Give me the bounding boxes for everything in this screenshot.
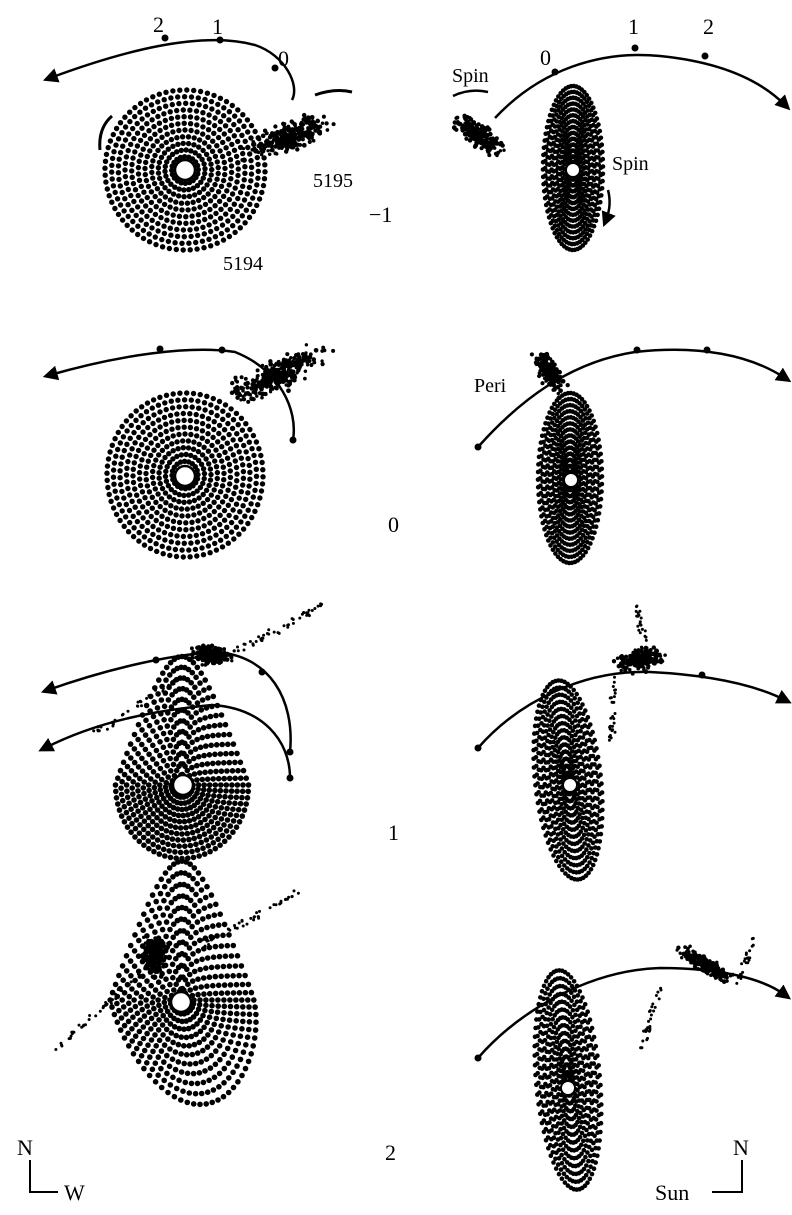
orbit-marker bbox=[219, 347, 226, 354]
time-label: 0 bbox=[388, 512, 399, 537]
time-label: −1 bbox=[369, 202, 392, 227]
galaxy-5195-cloud bbox=[230, 343, 335, 404]
galaxy-5194-disk bbox=[113, 654, 252, 862]
spin-label: Spin bbox=[612, 153, 649, 175]
orbit-marker bbox=[475, 745, 482, 752]
orbit-marker bbox=[287, 775, 294, 782]
compass-w-label: W bbox=[64, 1180, 85, 1205]
tidal-tail bbox=[236, 602, 323, 652]
compass-n-label: N bbox=[733, 1135, 749, 1160]
spin-arc bbox=[100, 116, 112, 150]
orbit-tick-label: 2 bbox=[153, 12, 164, 37]
spin-label: Spin bbox=[452, 65, 489, 87]
galaxy-5194-nucleus bbox=[564, 473, 578, 487]
tidal-tail bbox=[639, 987, 662, 1050]
galaxy-5195-cloud bbox=[140, 936, 170, 979]
spin-arc bbox=[315, 91, 352, 95]
orbit-marker bbox=[475, 1055, 482, 1062]
orbit-marker bbox=[634, 347, 641, 354]
time-label: 2 bbox=[385, 1140, 396, 1165]
galaxy-5194-nucleus bbox=[563, 778, 577, 792]
orbit-path bbox=[478, 968, 785, 1058]
spin-arc bbox=[606, 190, 610, 220]
galaxy-5195-cloud bbox=[240, 113, 335, 162]
galaxy-5195-cloud bbox=[675, 944, 734, 984]
galaxy-5194-nucleus bbox=[566, 163, 580, 177]
panel-right-t-0: Peri bbox=[474, 347, 785, 566]
tidal-tail bbox=[201, 889, 300, 947]
orbit-marker bbox=[699, 672, 706, 679]
orbit-marker bbox=[704, 347, 711, 354]
orbit-marker bbox=[632, 45, 639, 52]
orbit-tick-label: 0 bbox=[540, 45, 551, 70]
galaxy-5194-nucleus bbox=[561, 1081, 575, 1095]
orbit-tick-label: 0 bbox=[278, 46, 289, 71]
tidal-tail bbox=[635, 605, 648, 642]
time-label: 1 bbox=[388, 820, 399, 845]
compass-right: N Sun bbox=[655, 1135, 749, 1205]
orbit-tick-label: 1 bbox=[212, 14, 223, 39]
orbit-marker bbox=[153, 657, 160, 664]
panel-left-t-1 bbox=[48, 602, 323, 861]
galaxy-5194-nucleus bbox=[173, 775, 193, 795]
peri-label: Peri bbox=[474, 375, 507, 397]
compass-sun-label: Sun bbox=[655, 1180, 689, 1205]
panel-left-t-0 bbox=[50, 343, 335, 560]
orbit-tick-label: 2 bbox=[703, 14, 714, 39]
orbit-marker bbox=[702, 53, 709, 60]
orbit-marker bbox=[552, 69, 559, 76]
orbit-marker bbox=[259, 669, 266, 676]
galaxy-label: 5195 bbox=[313, 170, 353, 192]
orbit-path bbox=[495, 55, 785, 118]
spin-arc bbox=[453, 91, 488, 96]
orbit-path bbox=[478, 350, 785, 447]
compass-left: N W bbox=[17, 1135, 85, 1205]
orbit-marker bbox=[475, 444, 482, 451]
galaxy-label: 5194 bbox=[223, 253, 263, 275]
panel-left-t-minus1: 2 1 0 5195 5194 bbox=[50, 12, 353, 275]
orbit-marker bbox=[290, 437, 297, 444]
panel-right-t-minus1: Spin Spin 0 1 2 bbox=[452, 14, 785, 252]
galaxy-5194-nucleus bbox=[175, 466, 195, 486]
galaxy-5195-cloud bbox=[190, 644, 236, 667]
compass-n-label: N bbox=[17, 1135, 33, 1160]
galaxy-5194-nucleus bbox=[175, 160, 195, 180]
galaxy-5194-nucleus bbox=[171, 992, 191, 1012]
orbit-path bbox=[478, 672, 785, 748]
galaxy-5195-cloud bbox=[452, 114, 506, 158]
panel-right-t-1 bbox=[475, 605, 786, 882]
orbit-tick-label: 1 bbox=[628, 14, 639, 39]
orbit-marker bbox=[157, 346, 164, 353]
tidal-tail bbox=[608, 676, 617, 742]
